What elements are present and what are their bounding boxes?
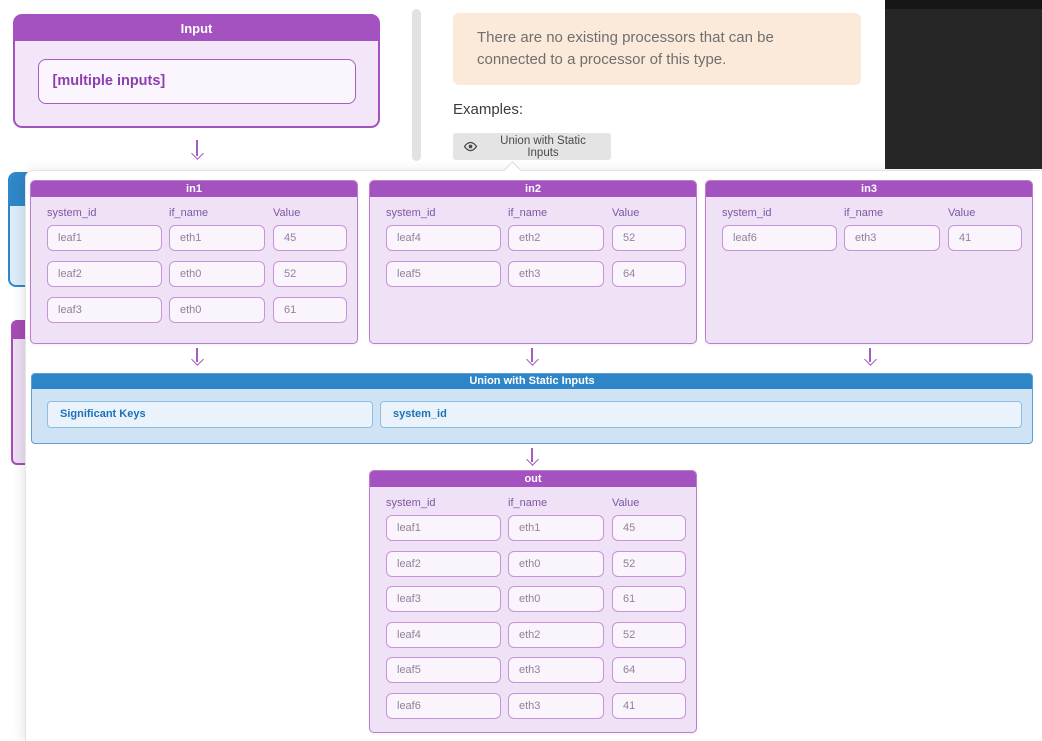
table-cell: 64 [612,657,686,683]
table-row: leaf6 eth3 41 [386,692,696,719]
table-cell: 41 [612,692,686,719]
table-cell: eth0 [508,550,604,577]
col-system-id: system_id [47,207,97,219]
processor-title: Union with Static Inputs [32,374,1032,389]
col-if-name: if_name [169,207,209,219]
popover-caret [503,161,522,180]
table-row: leaf3 eth0 61 [386,586,696,612]
significant-keys-value-field: system_id [380,401,1022,428]
col-if-name: if_name [508,207,548,219]
table-rows: leaf6 eth3 41 [706,225,1032,251]
stage-title: in3 [706,181,1032,197]
table-cell: 61 [612,586,686,612]
table-row: leaf4 eth2 52 [386,225,696,251]
multiple-inputs-field: [multiple inputs] [37,59,356,104]
table-cell: leaf2 [47,261,162,287]
no-processors-notice: There are no existing processors that ca… [453,13,861,85]
table-cell: 52 [273,261,347,287]
table-cell: 45 [612,515,686,541]
table-row: leaf1 eth1 45 [47,225,357,251]
col-system-id: system_id [386,497,436,509]
input-node: Input [multiple inputs] [13,14,380,128]
vertical-scrollbar[interactable] [412,9,421,161]
stage-table-in2: in2 system_id if_name Value leaf4 eth2 5… [369,180,697,344]
table-cell: leaf2 [386,550,501,577]
table-cell: eth1 [508,515,604,541]
stage-table-in3: in3 system_id if_name Value leaf6 eth3 4… [705,180,1033,344]
table-cell: leaf1 [386,515,501,541]
example-union-button[interactable]: Union with Static Inputs [453,133,611,160]
table-cell: eth2 [508,621,604,648]
table-cell: leaf5 [386,657,501,683]
col-value: Value [612,497,640,509]
stage-title: out [370,471,696,487]
table-cell: leaf5 [386,261,501,287]
table-cell: 52 [612,621,686,648]
flow-arrow [189,140,205,161]
col-value: Value [273,207,301,219]
stage-title: in2 [370,181,696,197]
table-cell: 61 [273,297,347,323]
example-union-button-label: Union with Static Inputs [500,134,586,159]
col-if-name: if_name [508,497,548,509]
table-cell: leaf3 [47,297,162,323]
table-cell: 52 [612,225,686,251]
table-cell: eth1 [169,225,265,251]
column-headers: system_id if_name Value [706,207,1032,219]
input-node-title: Input [15,16,378,41]
stage-table-out: out system_id if_name Value leaf1 eth1 4… [369,470,697,733]
table-rows: leaf1 eth1 45 leaf2 eth0 52 leaf3 eth0 6… [31,225,357,323]
table-cell: leaf4 [386,225,501,251]
eye-icon [463,141,478,152]
table-cell: eth2 [508,225,604,251]
stage-table-in1: in1 system_id if_name Value leaf1 eth1 4… [30,180,358,344]
table-cell: 64 [612,261,686,287]
table-row: leaf1 eth1 45 [386,515,696,541]
table-cell: eth3 [508,692,604,719]
table-row: leaf4 eth2 52 [386,621,696,648]
table-row: leaf5 eth3 64 [386,657,696,683]
table-cell: leaf6 [722,225,837,251]
col-if-name: if_name [844,207,884,219]
table-cell: 45 [273,225,347,251]
table-rows: leaf4 eth2 52 leaf5 eth3 64 [370,225,696,287]
flow-arrow [862,348,878,367]
table-cell: eth3 [844,225,940,251]
dark-overlay-box [885,0,1042,169]
stage-title: in1 [31,181,357,197]
table-row: leaf3 eth0 61 [47,297,357,323]
col-value: Value [612,207,640,219]
table-rows: leaf1 eth1 45 leaf2 eth0 52 leaf3 eth0 6… [370,515,696,719]
table-row: leaf2 eth0 52 [386,550,696,577]
table-row: leaf6 eth3 41 [722,225,1032,251]
table-cell: eth0 [169,297,265,323]
table-cell: leaf6 [386,692,501,719]
table-cell: eth0 [508,586,604,612]
table-cell: 52 [612,550,686,577]
table-cell: eth0 [169,261,265,287]
examples-label: Examples: [453,101,524,118]
column-headers: system_id if_name Value [370,207,696,219]
table-cell: eth3 [508,261,604,287]
flow-arrow [189,348,205,367]
table-cell: 41 [948,225,1022,251]
table-cell: leaf3 [386,586,501,612]
col-value: Value [948,207,976,219]
table-cell: leaf1 [47,225,162,251]
col-system-id: system_id [722,207,772,219]
column-headers: system_id if_name Value [31,207,357,219]
table-row: leaf5 eth3 64 [386,261,696,287]
col-system-id: system_id [386,207,436,219]
table-cell: eth3 [508,657,604,683]
significant-keys-label-field: Significant Keys [47,401,373,428]
column-headers: system_id if_name Value [370,497,696,509]
flow-arrow [524,448,540,467]
table-row: leaf2 eth0 52 [47,261,357,287]
union-processor-node: Union with Static Inputs Significant Key… [31,373,1033,444]
example-popover: in1 system_id if_name Value leaf1 eth1 4… [25,161,1042,741]
table-cell: leaf4 [386,621,501,648]
flow-arrow [524,348,540,367]
